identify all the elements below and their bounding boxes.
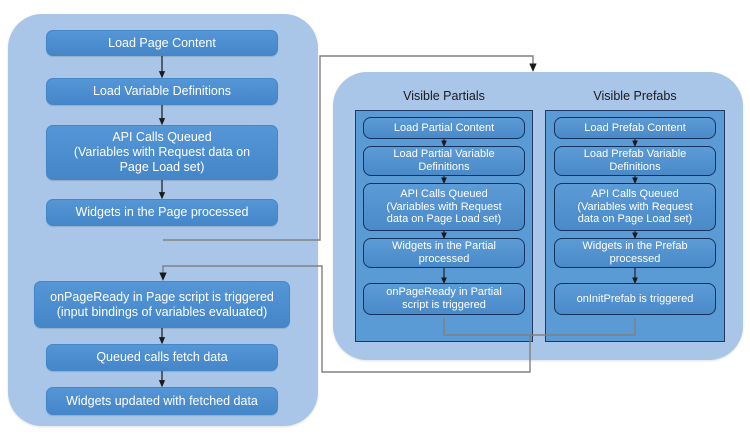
step-load-page-content[interactable]: Load Page Content	[46, 30, 278, 56]
step-page-api-calls-queued[interactable]: API Calls Queued(Variables with Request …	[46, 125, 278, 180]
step-oninitprefab-triggered[interactable]: onInitPrefab is triggered	[554, 283, 716, 315]
visible-partials-title: Visible Partials	[403, 89, 485, 103]
step-widgets-in-page-processed[interactable]: Widgets in the Page processed	[46, 199, 278, 226]
step-queued-calls-fetch-data[interactable]: Queued calls fetch data	[46, 344, 278, 371]
step-load-partial-content[interactable]: Load Partial Content	[363, 117, 525, 139]
step-onpageready-page-script[interactable]: onPageReady in Page script is triggered(…	[34, 281, 290, 328]
step-load-prefab-content[interactable]: Load Prefab Content	[554, 117, 716, 139]
visible-prefabs-title: Visible Prefabs	[593, 89, 677, 103]
step-widgets-updated-with-fetched-data[interactable]: Widgets updated with fetched data	[46, 387, 278, 415]
step-load-variable-definitions[interactable]: Load Variable Definitions	[46, 78, 278, 105]
